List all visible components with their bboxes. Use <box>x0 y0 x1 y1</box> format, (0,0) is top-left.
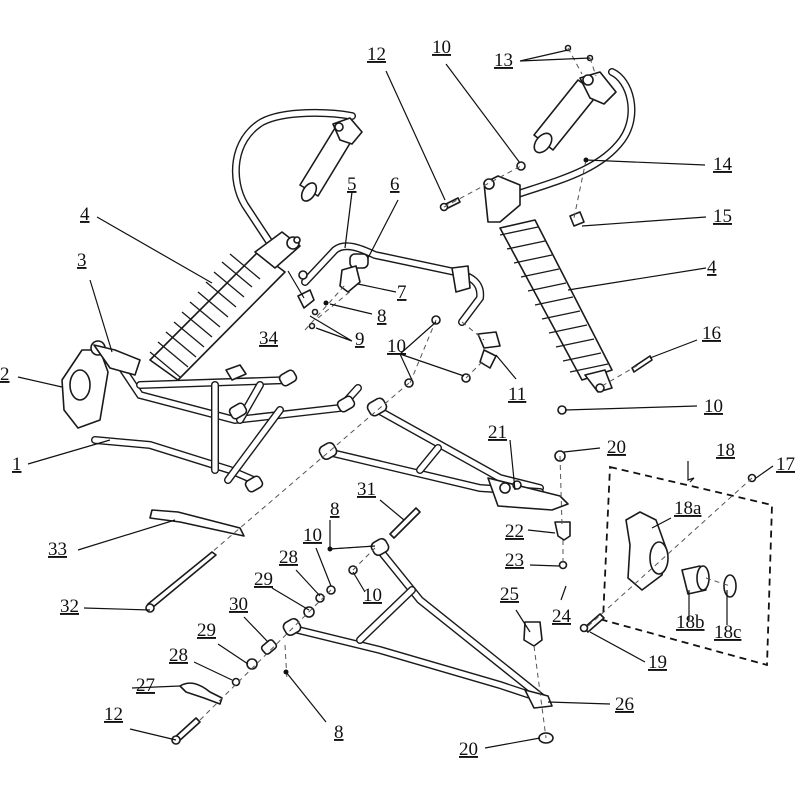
callout-6: 6 <box>390 174 400 195</box>
callout-30: 30 <box>229 594 248 615</box>
plate-33 <box>149 509 245 537</box>
callout-18b: 18b <box>676 612 705 633</box>
callout-16: 16 <box>702 323 721 344</box>
callout-28: 28 <box>279 547 298 568</box>
left-shock-reservoir <box>299 117 363 202</box>
ball-joint-25 <box>523 621 543 647</box>
callout-9: 9 <box>355 329 365 350</box>
callout-33: 33 <box>48 539 67 560</box>
callout-20: 20 <box>607 437 626 458</box>
callout-13: 13 <box>494 50 513 71</box>
callout-15: 15 <box>713 206 732 227</box>
callout-12: 12 <box>367 44 386 65</box>
callout-25: 25 <box>500 584 519 605</box>
callout-26: 26 <box>615 694 634 715</box>
callout-10: 10 <box>432 37 451 58</box>
right-shock-absorber <box>483 68 636 393</box>
sway-bar-bushing <box>349 253 369 269</box>
callout-17: 17 <box>776 454 795 475</box>
callout-18a: 18a <box>674 498 702 519</box>
callout-labels: 1 2 3 4 4 5 6 7 8 8 8 9 10 10 10 10 10 1… <box>0 37 795 760</box>
rod-32 <box>147 551 217 609</box>
callout-8: 8 <box>334 722 344 743</box>
callout-7: 7 <box>397 282 407 303</box>
callout-2: 2 <box>0 364 10 385</box>
callout-21: 21 <box>488 422 507 443</box>
callout-4: 4 <box>80 204 90 225</box>
callout-8: 8 <box>330 499 340 520</box>
callout-1: 1 <box>12 454 22 475</box>
callout-10: 10 <box>704 396 723 417</box>
callout-5: 5 <box>347 174 357 195</box>
callout-29: 29 <box>197 620 216 641</box>
callout-19: 19 <box>648 652 667 673</box>
callout-3: 3 <box>77 250 87 271</box>
upper-a-arm <box>318 397 569 511</box>
lower-a-arm <box>282 537 553 709</box>
callout-32: 32 <box>60 596 79 617</box>
circlip-18c <box>723 574 737 598</box>
callout-10: 10 <box>387 336 406 357</box>
clamp-15 <box>569 211 585 227</box>
frame-assembly <box>61 340 362 493</box>
callout-24: 24 <box>552 606 572 627</box>
leader-lines <box>17 49 774 749</box>
callout-4: 4 <box>707 257 717 278</box>
callout-27: 27 <box>136 675 155 696</box>
callout-10: 10 <box>303 525 322 546</box>
callout-18c: 18c <box>714 622 741 643</box>
left-coil-spring <box>149 251 286 381</box>
kit-outline-18 <box>602 465 773 667</box>
sway-bar-clamp <box>339 265 361 293</box>
callout-23: 23 <box>505 550 524 571</box>
assembly-lines <box>199 47 753 739</box>
hub-assembly <box>579 465 773 667</box>
hardware <box>145 44 653 745</box>
right-coil-spring <box>499 219 613 381</box>
callout-18: 18 <box>716 440 735 461</box>
callout-31: 31 <box>357 479 376 500</box>
callout-22: 22 <box>505 521 524 542</box>
callout-28: 28 <box>169 645 188 666</box>
callout-29: 29 <box>254 569 273 590</box>
callout-20: 20 <box>459 739 478 760</box>
callout-14: 14 <box>713 154 733 175</box>
right-shock-reservoir <box>533 71 617 154</box>
callout-34: 34 <box>259 328 279 349</box>
callout-8: 8 <box>377 306 387 327</box>
left-shock-absorber <box>149 108 363 381</box>
callout-12: 12 <box>104 704 123 725</box>
callout-11: 11 <box>508 384 526 405</box>
ball-joint-22 <box>554 521 571 541</box>
bracket-27 <box>179 682 223 705</box>
callout-10: 10 <box>363 585 382 606</box>
sway-bar-link <box>477 331 501 369</box>
